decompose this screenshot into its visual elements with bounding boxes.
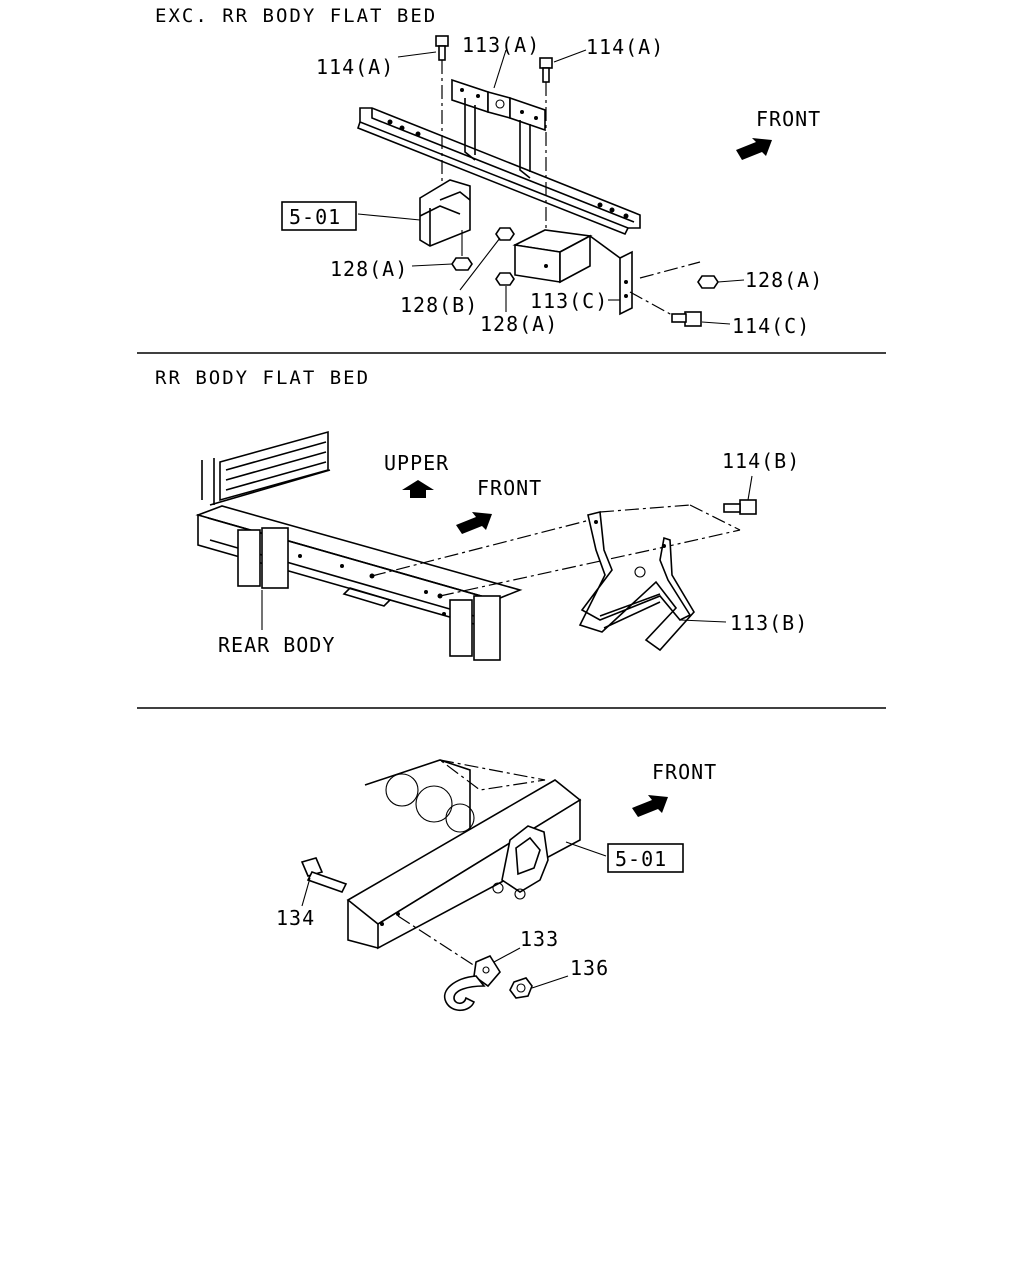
label-bracket-113b[interactable]: 113(B) [730,611,808,635]
bolt-114a-left [435,35,449,200]
align-line-2 [439,547,661,597]
section-title-top: EXC. RR BODY FLAT BED [155,5,437,27]
align-line-4 [689,504,741,531]
leader-133 [493,947,521,963]
upper-arrow-icon [402,480,434,498]
leader-114b [747,475,753,501]
label-upper: UPPER [384,451,449,475]
section-rr-body-flat-bed: RR BODY FLAT BED [155,367,808,661]
rear-body-panel [201,430,331,506]
front-arrow-middle [456,512,492,534]
leader-134 [301,877,311,907]
label-front-top: FRONT [756,107,821,131]
label-nut-136[interactable]: 136 [570,956,609,980]
label-nut-128a-right[interactable]: 128(A) [745,268,823,292]
section-exc-rr-body-flat-bed: EXC. RR BODY FLAT BED [155,5,823,338]
front-arrow-top [736,138,772,160]
ref-box-bottom [607,843,684,873]
label-bracket-113c[interactable]: 113(C) [530,289,608,313]
label-bolt-114a-left[interactable]: 114(A) [316,55,394,79]
align-line-3 [599,504,691,513]
label-bolt-134[interactable]: 134 [276,906,315,930]
label-bracket-113a[interactable]: 113(A) [462,33,540,57]
rear-cross-member [195,505,523,661]
label-bolt-114a-right[interactable]: 114(A) [586,35,664,59]
label-bolt-114b[interactable]: 114(B) [722,449,800,473]
front-arrow-bottom [632,795,668,817]
bolt-114c [629,291,702,327]
bolt-134 [300,857,348,893]
align-line-5 [659,529,741,549]
bracket-113a [451,78,546,179]
label-nut-128a-bottom[interactable]: 128(A) [480,312,558,336]
leader-5-01-bottom [565,841,607,857]
label-front-bottom: FRONT [652,760,717,784]
bracket-113b [578,511,695,652]
leader-136 [531,975,569,989]
ref-label-top[interactable]: 5-01 [289,205,341,229]
frame-rail-5-01 [346,759,582,950]
nut-128b [495,227,515,241]
section-title-middle: RR BODY FLAT BED [155,367,370,389]
nut-128a-bottom [495,272,515,286]
ref-box-top [281,201,357,231]
frame-member-5-01 [419,179,471,247]
nut-128a-right [639,261,719,289]
section-tow-hook: 5-01 FRONT 134 133 136 [276,759,717,1012]
align-line-1 [371,519,591,577]
align-line-hook [397,915,479,969]
label-hook-133[interactable]: 133 [520,927,559,951]
tow-hook-133 [443,954,501,1012]
label-rear-body: REAR BODY [218,633,335,657]
label-nut-128b[interactable]: 128(B) [400,293,478,317]
bolt-114b [723,499,757,515]
bolt-114a-right [539,57,553,240]
label-bolt-114c[interactable]: 114(C) [732,314,810,338]
cross-rail [357,107,641,236]
ref-label-bottom[interactable]: 5-01 [615,847,667,871]
label-nut-128a-left[interactable]: 128(A) [330,257,408,281]
leader-113b [679,619,727,623]
bracket-113c [512,229,633,316]
label-front-middle: FRONT [477,476,542,500]
nut-136 [509,977,533,999]
leader-lines-top [357,49,745,325]
